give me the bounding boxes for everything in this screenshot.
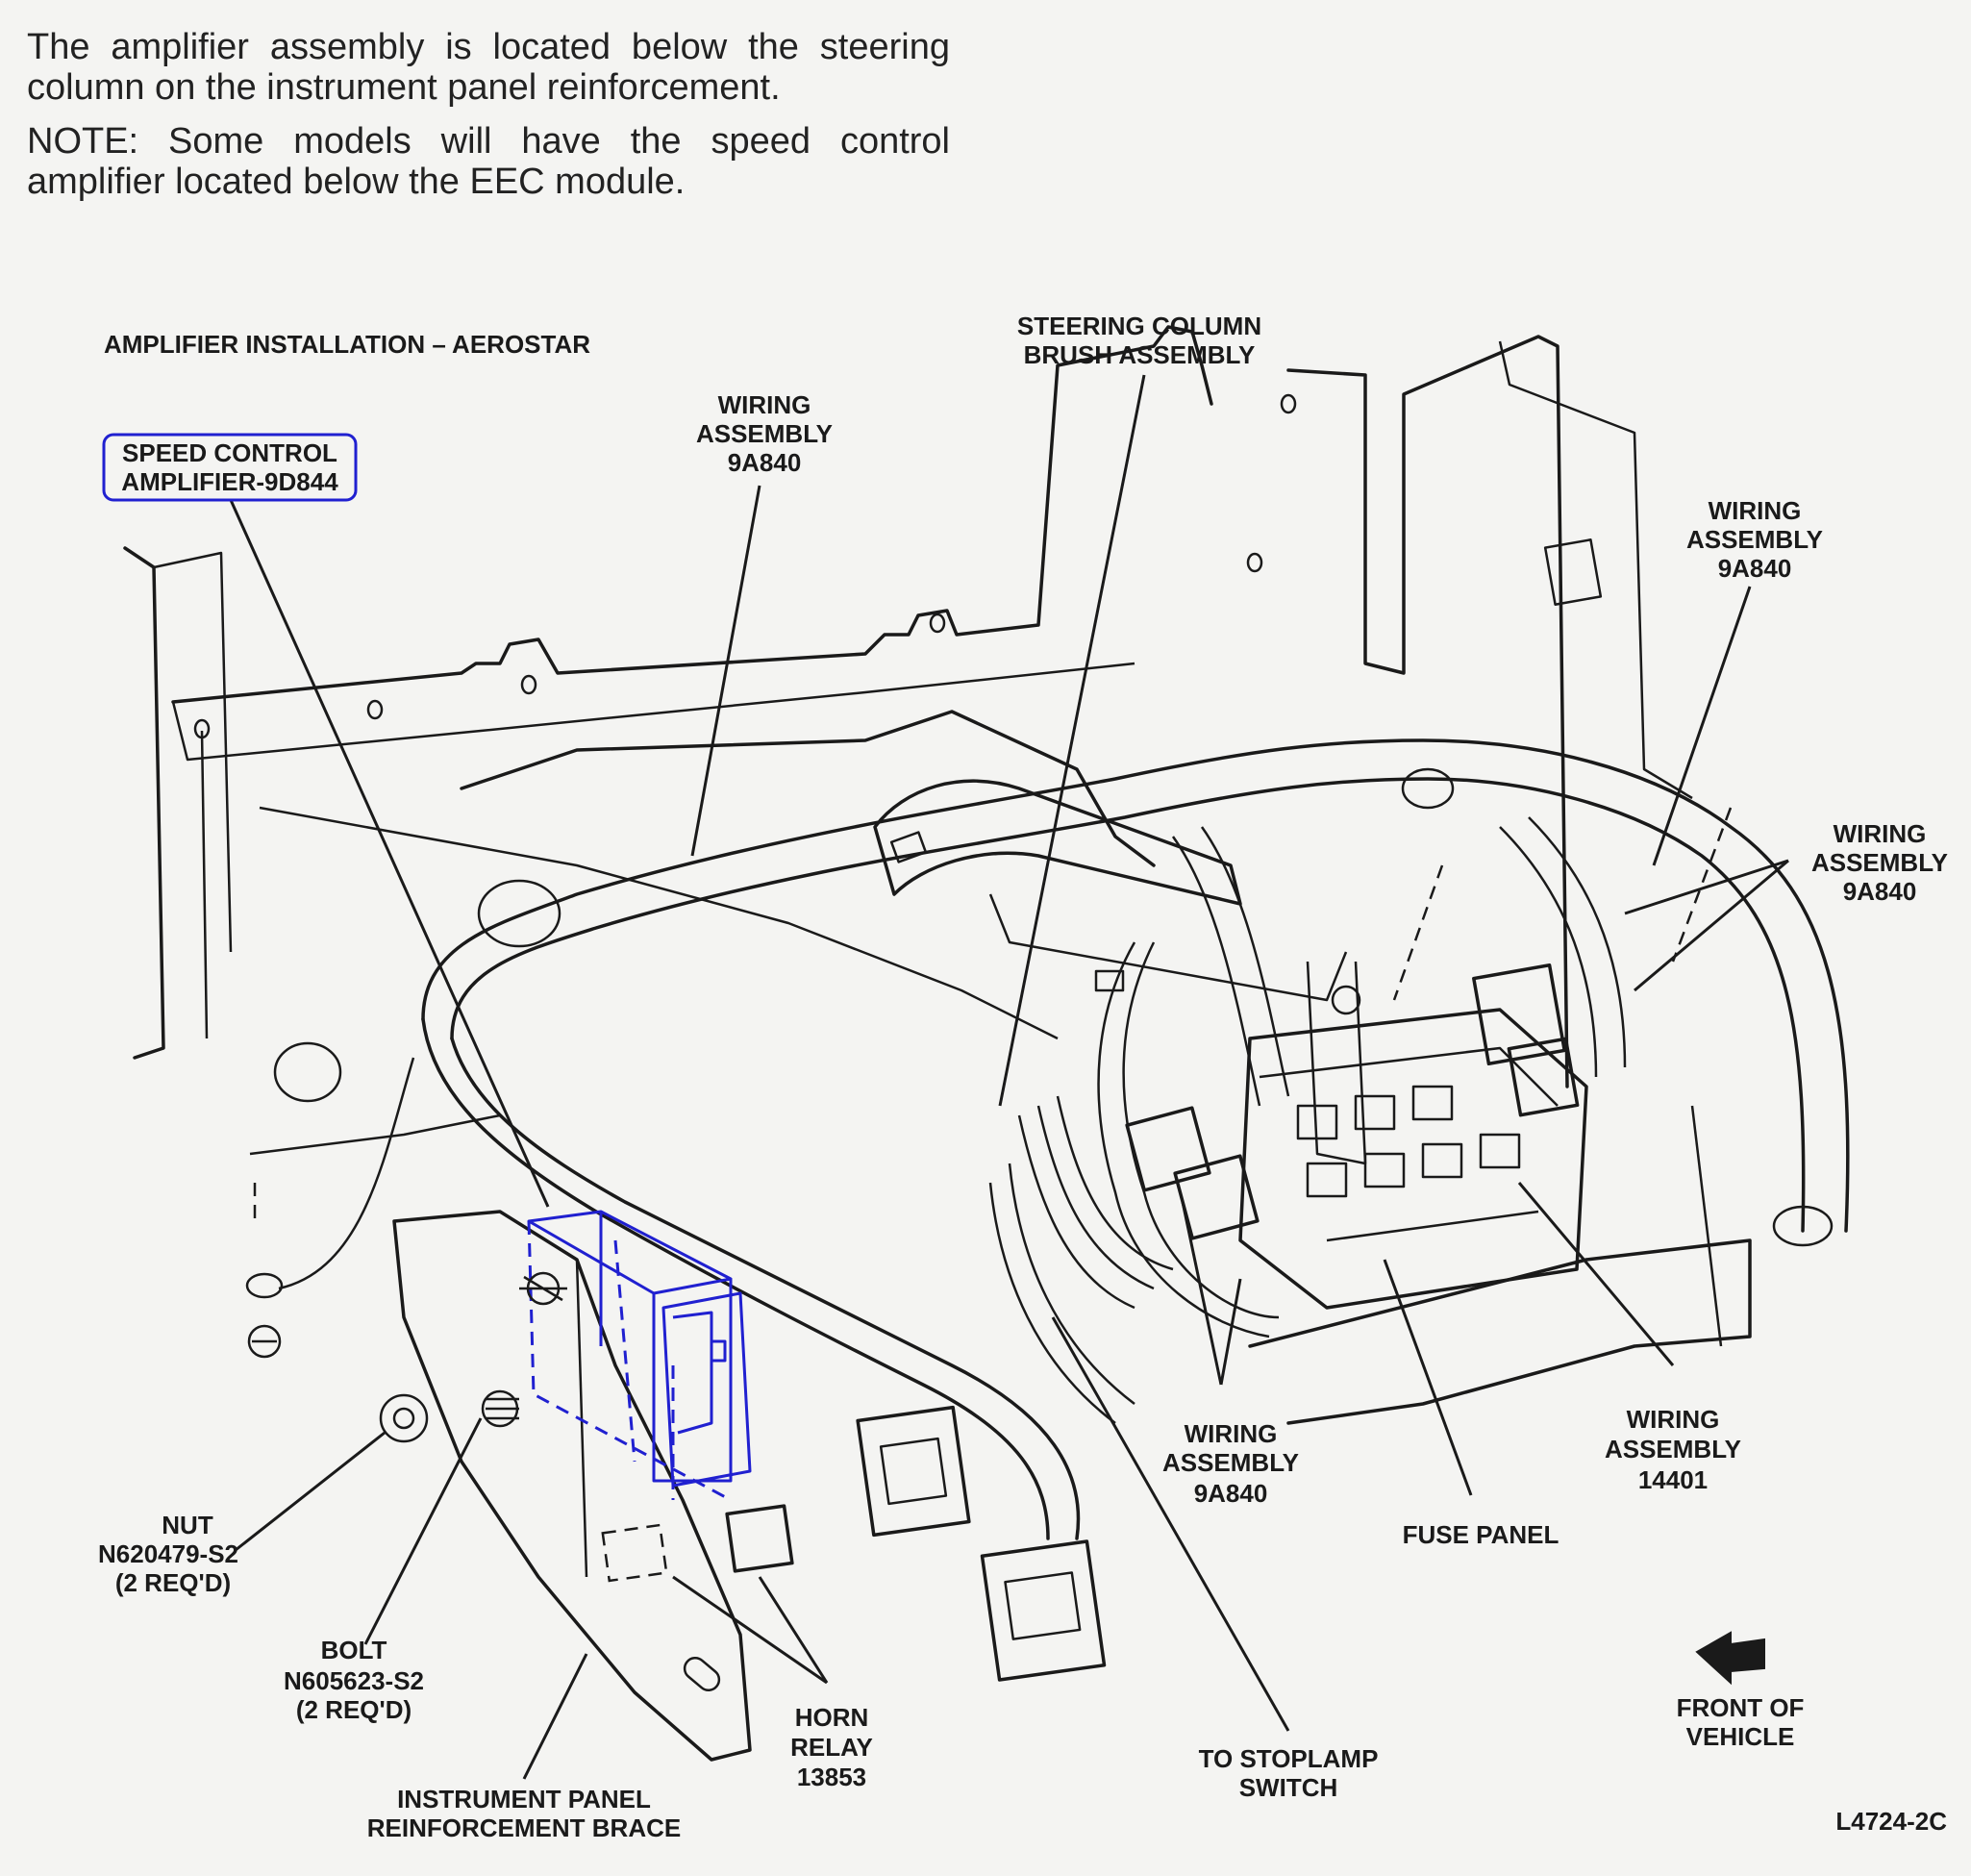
stoplamp-label-1: TO STOPLAMP <box>1199 1744 1379 1773</box>
instrument-panel-reinforcement <box>123 325 1752 1425</box>
nut-label-1: NUT <box>162 1511 213 1539</box>
fuse-panel <box>1238 1008 1588 1310</box>
wiring-14401-label-2: ASSEMBLY <box>1605 1435 1741 1463</box>
brace-label-2: REINFORCEMENT BRACE <box>367 1813 681 1842</box>
intro-paragraph-2: NOTE: Some models will have the speed co… <box>27 121 950 202</box>
wiring-right-b-label-3: 9A840 <box>1843 877 1917 906</box>
horn-relay <box>725 1504 794 1573</box>
wiring-14401-label-1: WIRING <box>1627 1405 1720 1434</box>
stud-upper <box>519 1271 567 1306</box>
bolt-label-1: BOLT <box>321 1636 387 1664</box>
intro-paragraph-1: The amplifier assembly is located below … <box>27 27 950 108</box>
fuse-panel-label: FUSE PANEL <box>1403 1520 1559 1549</box>
front-of-vehicle-label-2: VEHICLE <box>1686 1722 1795 1751</box>
brace-label-1: INSTRUMENT PANEL <box>397 1785 651 1813</box>
steering-label-2: BRUSH ASSEMBLY <box>1024 340 1256 369</box>
speed-control-label-1: SPEED CONTROL <box>122 438 337 467</box>
wiring-mid-label-3: 9A840 <box>1194 1479 1268 1508</box>
horn-relay-label-2: RELAY <box>790 1733 873 1762</box>
wiring-right-a-label-3: 9A840 <box>1718 554 1792 583</box>
bolt-label-3: (2 REQ'D) <box>296 1695 412 1724</box>
front-of-vehicle-label-1: FRONT OF <box>1677 1693 1805 1722</box>
speed-control-label-2: AMPLIFIER-9D844 <box>121 467 338 496</box>
stoplamp-label-2: SWITCH <box>1239 1773 1338 1802</box>
speed-control-amplifier <box>527 1210 752 1502</box>
wiring-mid-label-2: ASSEMBLY <box>1162 1448 1299 1477</box>
front-of-vehicle-arrow-icon <box>1695 1631 1765 1686</box>
wiring-top-label-1: WIRING <box>718 390 811 419</box>
wiring-harness <box>245 738 1850 1540</box>
figure-code: L4724-2C <box>1835 1807 1947 1836</box>
ground-screw <box>247 1324 282 1359</box>
wiring-connectors <box>601 963 1580 1682</box>
steering-label-1: STEERING COLUMN <box>1017 312 1261 340</box>
bolt-label-2: N605623-S2 <box>284 1666 424 1695</box>
wiring-top-label-3: 9A840 <box>728 448 802 477</box>
bolt-fastener <box>481 1389 519 1428</box>
steering-column-brush-assembly <box>873 779 1367 1165</box>
wiring-right-a-label-2: ASSEMBLY <box>1686 525 1823 554</box>
fasteners <box>247 1271 567 1443</box>
speed-control-label-box <box>102 433 358 502</box>
wiring-14401-label-3: 14401 <box>1638 1465 1708 1494</box>
horn-relay-label-3: 13853 <box>797 1763 866 1791</box>
nut-label-2: N620479-S2 <box>98 1539 238 1568</box>
wiring-right-a-label-1: WIRING <box>1709 496 1802 525</box>
figure-title: AMPLIFIER INSTALLATION – AEROSTAR <box>104 330 590 359</box>
horn-relay-label-1: HORN <box>795 1703 869 1732</box>
nut-label-3: (2 REQ'D) <box>115 1568 231 1597</box>
wiring-mid-label-1: WIRING <box>1185 1419 1278 1448</box>
intro-text: The amplifier assembly is located below … <box>27 27 950 215</box>
reinforcement-brace <box>392 1210 752 1762</box>
wiring-right-b-label-2: ASSEMBLY <box>1811 848 1948 877</box>
leader-lines <box>229 374 1789 1780</box>
wiring-right-b-label-1: WIRING <box>1834 819 1927 848</box>
nut-fastener <box>379 1393 429 1443</box>
wiring-top-label-2: ASSEMBLY <box>696 419 833 448</box>
